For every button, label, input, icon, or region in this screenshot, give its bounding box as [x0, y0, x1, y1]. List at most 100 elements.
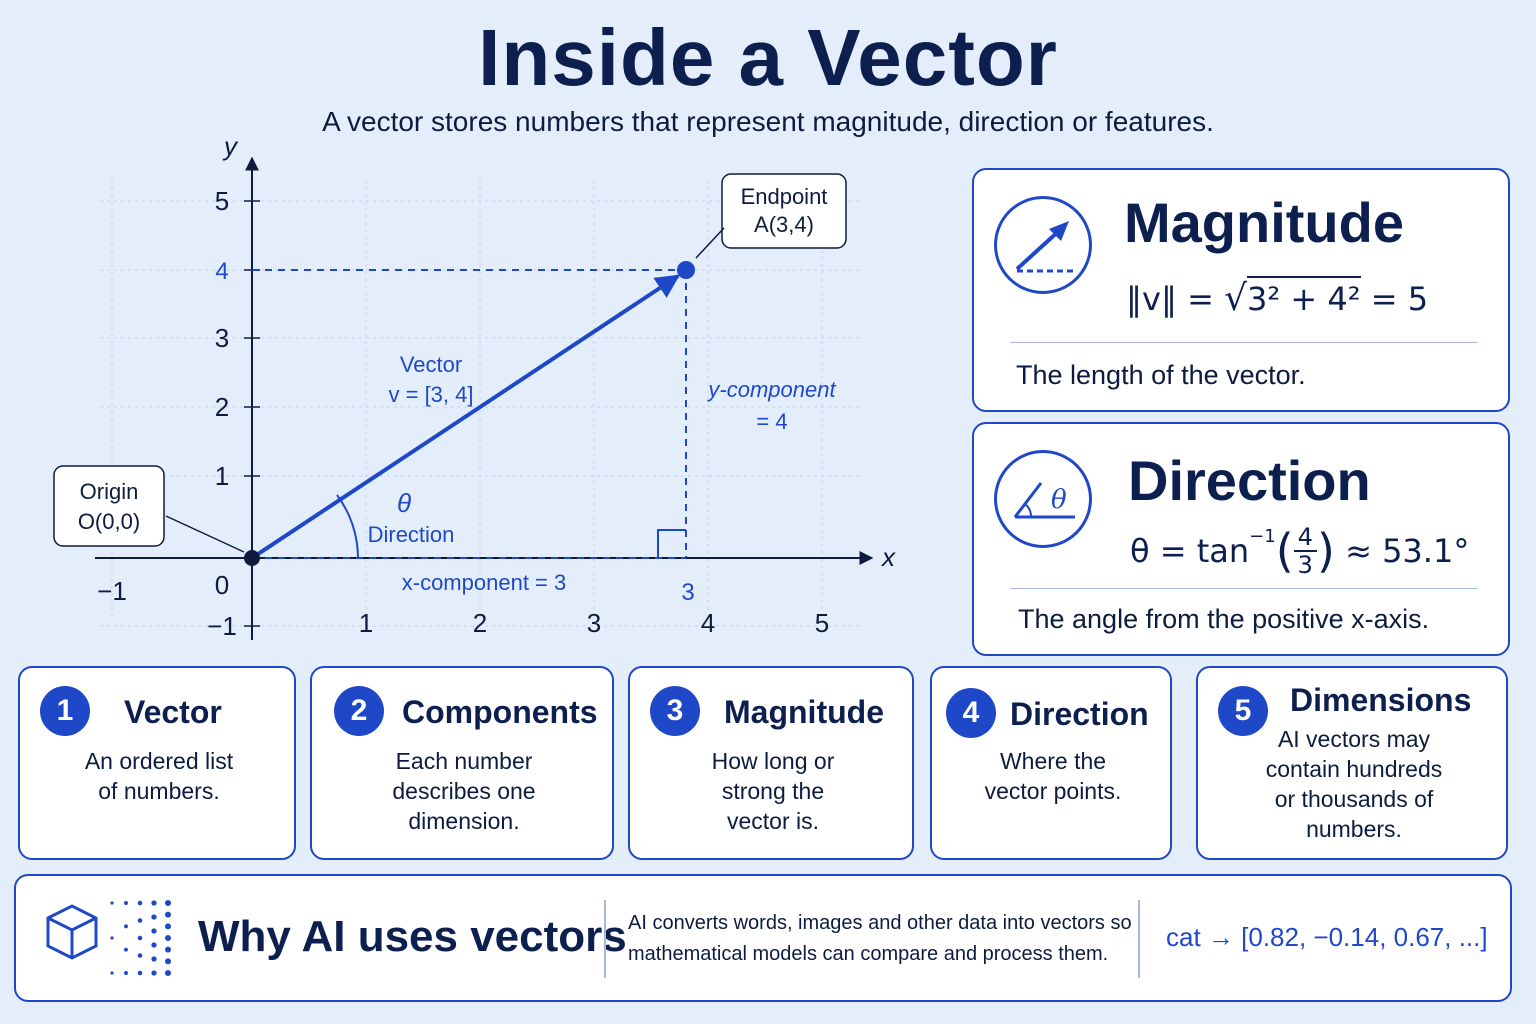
concept-number-badge: 3: [650, 686, 700, 736]
x-tick-label: 5: [815, 608, 829, 638]
data-dot: [151, 900, 157, 906]
vector-example: cat → [0.82, −0.14, 0.67, ...]: [1166, 922, 1488, 952]
magnitude-formula-lhs: ‖v‖ =: [1126, 280, 1214, 318]
page-subtitle: A vector stores numbers that represent m…: [322, 106, 1214, 137]
x-tick-label: 3: [587, 608, 601, 638]
x-component-label: x-component = 3: [402, 570, 566, 595]
concept-title: Vector: [124, 694, 222, 730]
endpoint-callout: [721, 173, 847, 249]
data-dot: [137, 953, 143, 958]
y-tick-label: 1: [215, 461, 229, 491]
banner-separator: [1138, 900, 1140, 978]
concept-title: Dimensions: [1290, 682, 1472, 718]
data-dot: [165, 970, 171, 976]
data-dot: [165, 911, 171, 918]
magnitude-formula-radicand: 3² + 4²: [1247, 276, 1361, 318]
concept-description: How long or strong the vector is.: [711, 748, 835, 834]
vector-arrow-icon: [994, 196, 1092, 294]
page-title: Inside a Vector: [478, 13, 1058, 102]
direction-divider: [1010, 588, 1478, 589]
data-dot: [110, 971, 114, 975]
concept-card-dimensions: 5 Dimensions AI vectors may contain hund…: [1196, 666, 1508, 860]
data-dot: [124, 971, 128, 975]
x-axis-label: x: [880, 542, 896, 572]
concept-number-badge: 1: [40, 686, 90, 736]
concept-description: Each number describes one dimension.: [392, 748, 536, 834]
origin-dot: [244, 550, 260, 566]
data-dot: [124, 947, 128, 952]
direction-description: The angle from the positive x-axis.: [1018, 604, 1430, 634]
origin-callout: [53, 465, 165, 547]
magnitude-formula-rhs: = 5: [1370, 280, 1429, 318]
right-angle-marker: [657, 529, 686, 558]
data-dot: [124, 924, 128, 929]
concept-title: Magnitude: [724, 694, 884, 730]
data-dot: [124, 901, 128, 905]
data-dot: [151, 914, 157, 920]
data-dot: [110, 936, 114, 940]
magnitude-divider: [1010, 342, 1478, 343]
vector-label-line2: v = [3, 4]: [389, 382, 474, 407]
direction-heading: Direction: [1128, 449, 1371, 512]
concept-card-components: 2 Components Each number describes one d…: [310, 666, 614, 860]
y-marker-value: 4: [215, 258, 228, 285]
data-dot: [151, 942, 157, 948]
endpoint-callout-line2: A(3,4): [754, 212, 814, 237]
x-tick-label: 4: [701, 608, 715, 638]
concept-title: Components: [402, 694, 598, 730]
data-dot: [165, 935, 171, 941]
direction-formula-exp: −1: [1249, 526, 1276, 547]
data-dot: [165, 958, 171, 965]
data-dot: [137, 900, 143, 906]
svg-text:θ: θ: [1051, 485, 1067, 515]
why-ai-banner: Why AI uses vectors AI converts words, i…: [14, 874, 1512, 1002]
angle-label: Direction: [368, 522, 455, 547]
angle-theta-icon: θ: [994, 450, 1092, 548]
data-dot: [137, 935, 143, 941]
data-dot: [137, 918, 143, 923]
concept-number-badge: 4: [946, 688, 996, 738]
x-tick-label: 1: [359, 608, 373, 638]
y-tick-label: 2: [215, 392, 229, 422]
x-tick-label: −1: [97, 576, 127, 606]
y-axis-label: y: [222, 131, 239, 161]
origin-pointer: [165, 515, 245, 553]
data-dot: [151, 956, 157, 962]
data-dot: [165, 900, 171, 906]
concept-description: An ordered list of numbers.: [84, 748, 234, 804]
data-dot: [165, 923, 171, 930]
x-tick-label: 0: [215, 570, 229, 600]
magnitude-formula: ‖v‖ = √3² + 4² = 5: [1126, 276, 1429, 319]
data-dot: [165, 946, 171, 953]
endpoint-dot: [677, 261, 695, 279]
angle-symbol: θ: [397, 488, 411, 518]
x-tick-label: 2: [473, 608, 487, 638]
direction-formula-den: 3: [1297, 551, 1313, 579]
origin-callout-line1: Origin: [80, 479, 139, 504]
angle-arc: [336, 494, 359, 559]
magnitude-heading: Magnitude: [1124, 191, 1404, 254]
direction-formula-lhs: θ = tan: [1130, 532, 1250, 570]
concept-number-badge: 5: [1218, 686, 1268, 736]
direction-formula-num: 4: [1293, 524, 1317, 552]
y-tick-label: 3: [215, 323, 229, 353]
data-dot: [151, 970, 157, 976]
endpoint-callout-line1: Endpoint: [741, 184, 828, 209]
concept-description: AI vectors may contain hundreds or thous…: [1265, 726, 1443, 842]
concept-description: Where the vector points.: [984, 748, 1122, 804]
y-component-label-line1: y-component: [706, 377, 836, 402]
magnitude-description: The length of the vector.: [1016, 360, 1306, 390]
cube-dots-icon: [46, 900, 171, 976]
concept-number-badge: 2: [334, 686, 384, 736]
vector-label-line1: Vector: [400, 352, 462, 377]
banner-separator: [604, 900, 606, 978]
concept-title: Direction: [1010, 696, 1149, 732]
x-marker-value: 3: [681, 579, 694, 606]
endpoint-pointer: [695, 227, 725, 259]
direction-formula-rhs: ≈ 53.1°: [1345, 532, 1470, 570]
y-component-label-line2: = 4: [756, 409, 787, 434]
